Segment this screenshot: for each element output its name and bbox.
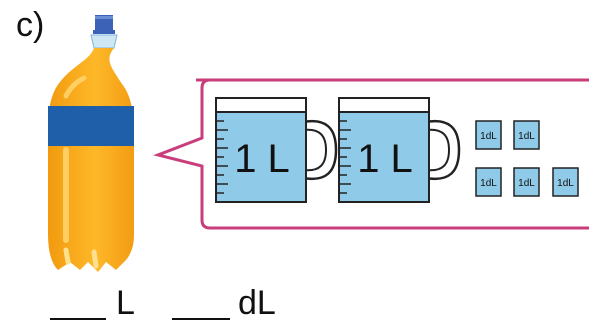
deciliter-cup-label: 1dL <box>480 131 497 142</box>
deciliter-cup: 1dL <box>513 167 540 197</box>
bottle-body <box>48 48 134 272</box>
deciliter-cup-label: 1dL <box>557 178 574 189</box>
deciliter-cup: 1dL <box>552 167 579 197</box>
deciliters-answer-blank[interactable] <box>172 318 230 320</box>
deciliters-unit-label: dL <box>238 284 276 322</box>
deciliter-cup: 1dL <box>475 167 502 197</box>
deciliter-cup-label: 1dL <box>518 178 535 189</box>
deciliter-cup-label: 1dL <box>518 131 535 142</box>
liters-answer-blank[interactable] <box>50 318 106 320</box>
liter-jug: 1 L <box>215 97 338 203</box>
liters-unit-label: L <box>116 284 135 322</box>
juice-bottle <box>48 15 134 272</box>
liter-jug: 1 L <box>338 97 461 203</box>
liter-jug-label: 1 L <box>234 137 290 181</box>
liter-jug-label: 1 L <box>357 137 413 181</box>
deciliter-cup-label: 1dL <box>480 178 497 189</box>
deciliter-cup: 1dL <box>475 120 502 150</box>
deciliter-cup: 1dL <box>513 120 540 150</box>
part-label: c) <box>16 6 45 44</box>
bottle-label-band <box>48 106 134 146</box>
